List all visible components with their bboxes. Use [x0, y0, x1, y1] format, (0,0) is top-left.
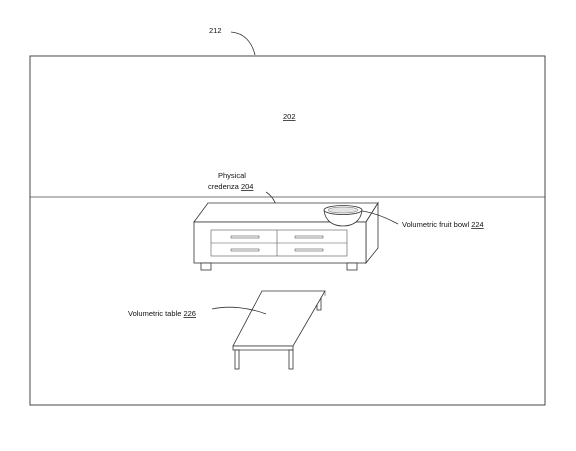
credenza-leg [346, 262, 358, 271]
table-label-text: Volumetric table [128, 309, 183, 318]
credenza-ref: 204 [241, 182, 254, 191]
bowl-leader [361, 210, 399, 225]
frame-ref-label: 212 [209, 26, 222, 35]
volumetric-fruit-bowl [323, 205, 363, 227]
table-label: Volumetric table 226 [128, 309, 196, 318]
table-edge [232, 345, 294, 351]
credenza-label-line1: Physical [218, 171, 246, 180]
table-leg [288, 349, 294, 370]
drawer-handle [294, 235, 324, 239]
credenza-leg [200, 262, 212, 271]
scene-frame [29, 55, 546, 406]
credenza-front [193, 221, 367, 264]
table-leg [234, 349, 240, 370]
volumetric-table [232, 290, 326, 370]
drawer-handle [294, 248, 324, 252]
drawer-handle [230, 248, 260, 252]
bowl-label: Volumetric fruit bowl 224 [402, 220, 484, 229]
bowl-ref: 224 [471, 220, 484, 229]
bowl-inner [327, 206, 359, 214]
region-ref-label: 202 [283, 112, 296, 121]
drawer-handle [230, 235, 260, 239]
table-ref: 226 [183, 309, 196, 318]
table-leader [211, 306, 267, 315]
bowl-label-text: Volumetric fruit bowl [402, 220, 471, 229]
credenza-label-text: credenza [208, 182, 241, 191]
frame-ref-leader [230, 31, 256, 56]
credenza-label-line2: credenza 204 [208, 182, 253, 191]
table-top [232, 290, 326, 347]
